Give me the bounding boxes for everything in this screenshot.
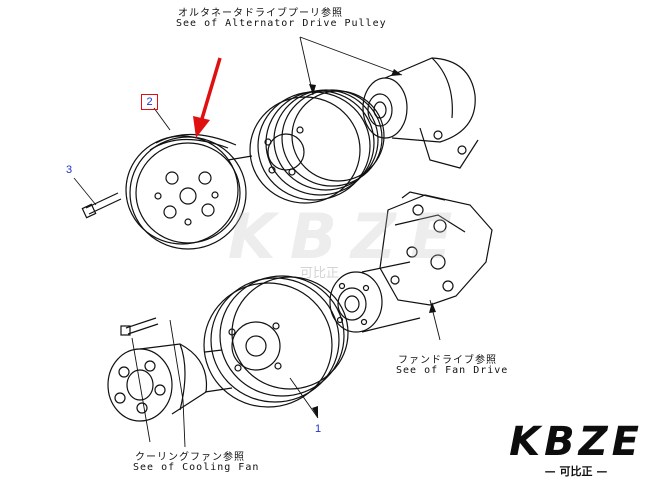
pulley-part-2 — [125, 133, 247, 250]
cooling-fan-spacer — [107, 343, 233, 422]
alternator-label-en: See of Alternator Drive Pulley — [176, 18, 387, 29]
callout-part-3: 3 — [66, 164, 73, 176]
cooling-fan-label-jp: クーリングファン参照 — [135, 452, 245, 463]
alternator-pulley — [227, 89, 385, 204]
fan-drive-bracket — [379, 191, 493, 306]
watermark-brand: KBZE — [227, 200, 467, 273]
alternator-label-jp: オルタネータドライブプーリ参照 — [178, 8, 343, 19]
callout-part-1: 1 — [315, 423, 322, 435]
red-pointer-arrow — [193, 57, 222, 138]
bolt-part-3 — [73, 177, 122, 219]
cooling-fan-label-en: See of Cooling Fan — [133, 462, 260, 473]
kbze-logo: KBZE — [509, 419, 643, 465]
watermark-subtitle: 可比正 — [300, 266, 340, 281]
fan-drive-label-jp: ファンドライブ参照 — [398, 355, 497, 366]
alternator-housing — [362, 57, 479, 169]
fan-drive-label-en: See of Fan Drive — [396, 365, 509, 376]
callout-part-2: 2 — [141, 94, 158, 110]
kbze-logo-subtitle: — 可比正 — — [544, 465, 608, 478]
fan-drive-hub — [329, 261, 421, 333]
cooling-fan-bolt — [120, 317, 159, 336]
leader-lines — [131, 36, 441, 448]
pulley-part-1 — [203, 275, 349, 408]
